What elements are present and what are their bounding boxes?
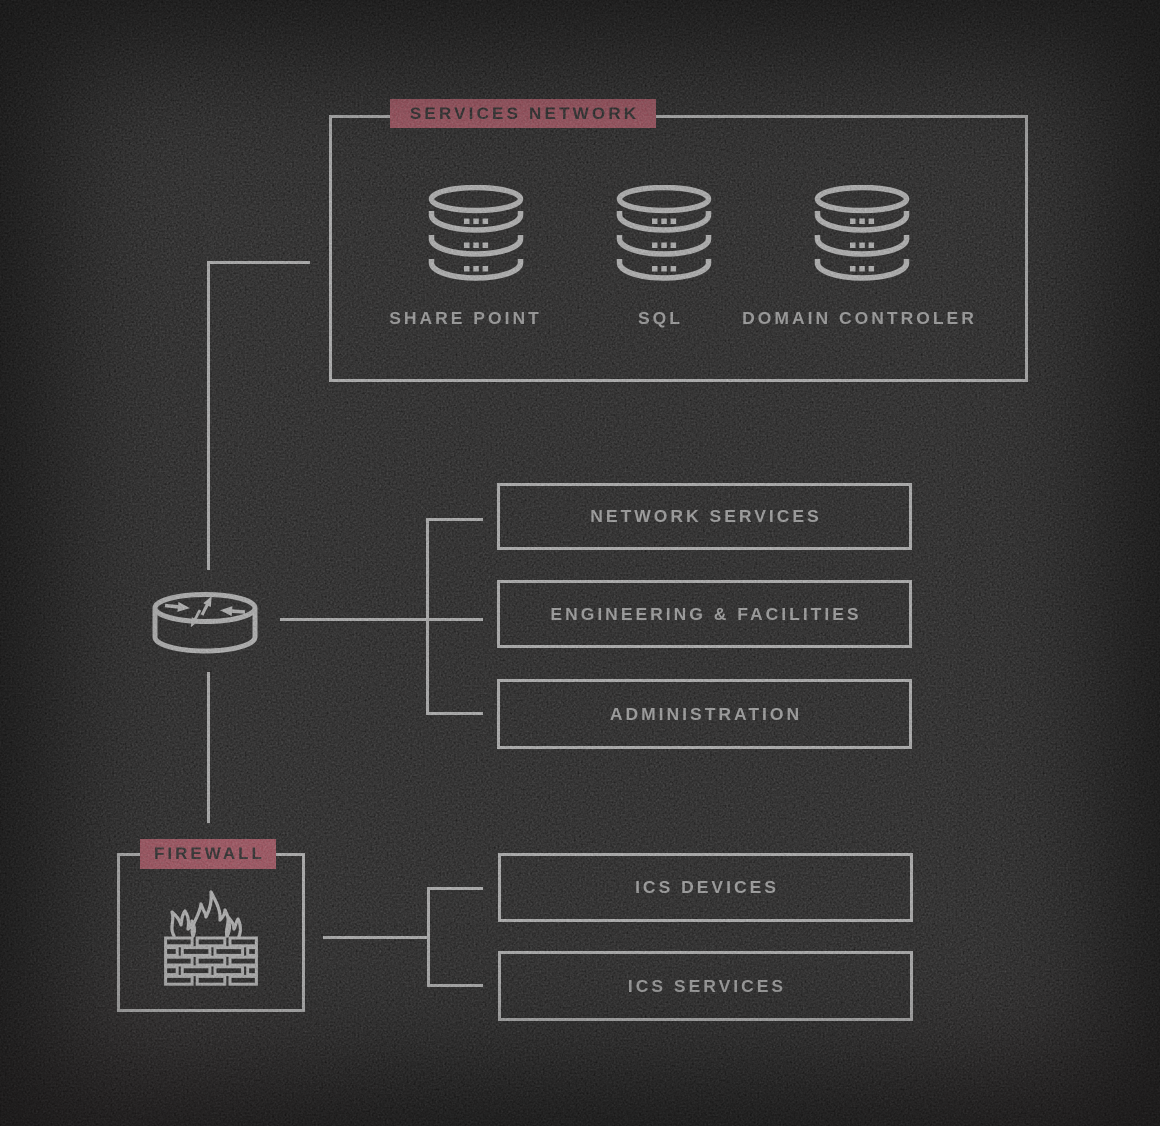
services-network-banner: SERVICES NETWORK xyxy=(390,99,656,128)
firewall-banner: FIREWALL xyxy=(140,839,276,869)
zone-box-network-services: NETWORK SERVICES xyxy=(497,483,912,550)
connector-services-to-router xyxy=(207,261,210,570)
firewall-banner-label: FIREWALL xyxy=(154,844,265,863)
database-icon xyxy=(616,185,712,281)
connector-ics-stub-bottom xyxy=(427,984,483,987)
database-icon xyxy=(814,185,910,281)
router-icon xyxy=(152,592,258,654)
database-icon xyxy=(428,185,524,281)
zone-label: ICS DEVICES xyxy=(635,877,779,897)
zone-box-ics-devices: ICS DEVICES xyxy=(498,853,913,922)
server-label-domain-controller: DOMAIN CONTROLER xyxy=(742,308,977,328)
zone-label: ENGINEERING & FACILITIES xyxy=(550,603,862,624)
connector-ics-stub-top xyxy=(427,887,483,890)
services-network-banner-label: SERVICES NETWORK xyxy=(409,103,640,123)
firewall-icon xyxy=(164,890,258,986)
connector-ics-bracket xyxy=(427,887,430,987)
zone-label: NETWORK SERVICES xyxy=(590,506,822,526)
zone-box-administration: ADMINISTRATION xyxy=(497,679,912,749)
connector-zones-stub-top xyxy=(426,518,483,521)
zone-label: ICS SERVICES xyxy=(627,975,787,996)
zone-label: ADMINISTRATION xyxy=(609,703,803,724)
connector-router-to-zones xyxy=(280,618,483,621)
connector-zones-bracket xyxy=(426,518,429,715)
zone-box-engineering-facilities: ENGINEERING & FACILITIES xyxy=(497,580,912,648)
connector-firewall-to-ics xyxy=(323,936,428,939)
connector-zones-stub-bottom xyxy=(426,712,483,715)
connector-services-horizontal xyxy=(208,261,310,264)
connector-router-to-firewall xyxy=(207,672,210,823)
zone-box-ics-services: ICS SERVICES xyxy=(498,951,913,1021)
